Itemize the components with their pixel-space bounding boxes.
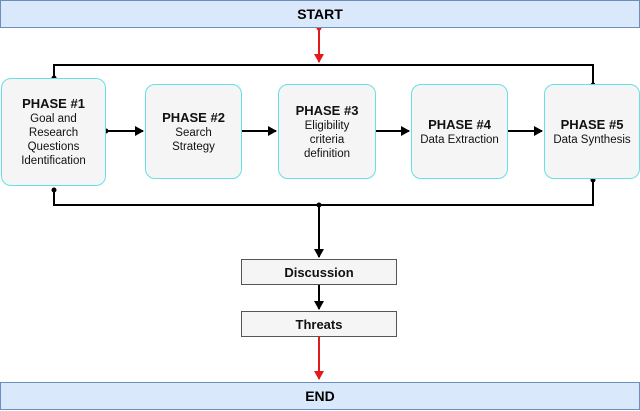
phase-1-desc: Goal and Research Questions Identificati… [21,113,86,167]
phase-2-box: PHASE #2 Search Strategy [145,84,242,179]
phase-3-title: PHASE #3 [295,102,359,118]
phase-4-box: PHASE #4 Data Extraction [411,84,508,179]
phase-1-box: PHASE #1 Goal and Research Questions Ide… [1,78,106,186]
phase-5-box: PHASE #5 Data Synthesis [544,84,640,179]
bottom-loop-line [53,180,594,206]
start-label: START [297,6,343,22]
threats-label: Threats [295,316,343,332]
discussion-label: Discussion [284,264,354,280]
discussion-box: Discussion [241,259,397,285]
top-loop-line [53,64,594,85]
start-bar: START [0,0,640,28]
phase-4-title: PHASE #4 [428,116,491,132]
end-bar: END [0,382,640,410]
phase-3-desc: Eligibility criteria definition [303,119,351,160]
phase-4-desc: Data Extraction [420,133,499,146]
phase-2-desc: Search Strategy [172,126,215,153]
phase-3-box: PHASE #3 Eligibility criteria definition [278,84,376,179]
threats-box: Threats [241,311,397,337]
end-label: END [305,388,335,404]
phase-2-title: PHASE #2 [162,109,225,125]
phase-5-desc: Data Synthesis [553,133,631,146]
phase-1-title: PHASE #1 [22,96,85,111]
phase-5-title: PHASE #5 [560,116,624,132]
